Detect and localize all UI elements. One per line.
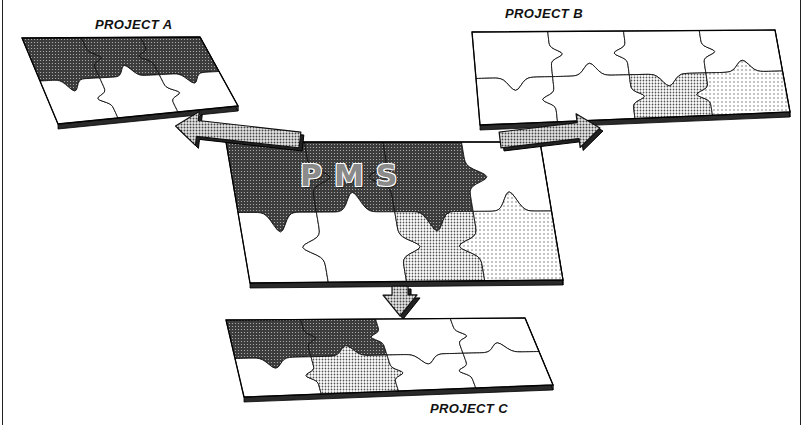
- puzzle-illustration: [468, 4, 793, 128]
- frame-line: [2, 0, 3, 425]
- frame-line: [800, 0, 801, 425]
- puzzle-piece: [459, 192, 563, 281]
- puzzle-piece: [303, 192, 420, 282]
- puzzle-illustration: [222, 316, 560, 418]
- project-label: PROJECT B: [505, 6, 583, 21]
- puzzle-node: PROJECT B: [468, 4, 793, 128]
- puzzle-node: PMS: [222, 140, 567, 286]
- system-name: PMS: [300, 158, 409, 193]
- block-arrow: [499, 114, 600, 148]
- arrow-shadow: [179, 115, 304, 151]
- project-label: PROJECT A: [95, 17, 173, 32]
- puzzle-node: PROJECT C: [222, 316, 560, 418]
- arrow-shadow: [386, 289, 420, 319]
- arrow-shadow: [502, 117, 603, 151]
- puzzle-piece: [697, 60, 790, 115]
- puzzle-node: PROJECT A: [18, 14, 243, 126]
- block-arrow: [383, 286, 417, 316]
- puzzle-piece: [306, 346, 403, 394]
- puzzle-piece: [543, 63, 645, 122]
- puzzle-outline: [226, 142, 563, 283]
- puzzle-piece: [459, 343, 553, 388]
- project-label: PROJECT C: [430, 401, 508, 416]
- puzzle-outline: [226, 318, 553, 397]
- puzzle-outline: [472, 30, 790, 125]
- puzzle-outline: [22, 37, 238, 124]
- puzzle-piece: [159, 72, 238, 113]
- block-arrow: [176, 112, 301, 148]
- puzzle-piece: [98, 65, 180, 118]
